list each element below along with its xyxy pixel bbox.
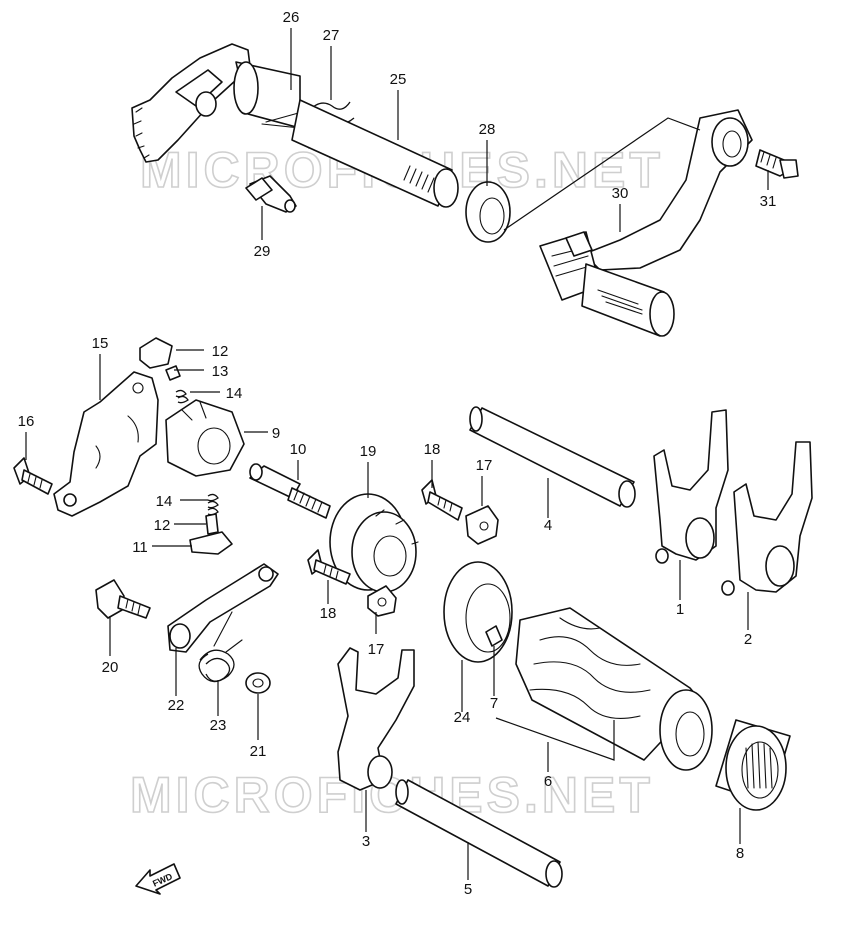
part-17-plate-upper xyxy=(465,505,499,545)
callout-6: 6 xyxy=(544,773,552,790)
part-8-bearing xyxy=(715,719,791,811)
part-21-washer xyxy=(245,672,271,694)
callout-26: 26 xyxy=(283,9,300,26)
part-13-pin xyxy=(165,365,181,381)
callout-18-lower: 18 xyxy=(320,605,337,622)
part-7-pin xyxy=(485,625,503,647)
part-24-oil-seal xyxy=(443,561,513,663)
callout-21: 21 xyxy=(250,743,267,760)
part-29-stopper-bolt xyxy=(245,175,297,213)
callout-17-lower: 17 xyxy=(368,641,385,658)
callout-9: 9 xyxy=(272,425,280,442)
callout-23: 23 xyxy=(210,717,227,734)
callout-22: 22 xyxy=(168,697,185,714)
callout-8: 8 xyxy=(736,845,744,862)
callout-19: 19 xyxy=(360,443,377,460)
part-17-plate-lower xyxy=(367,585,397,617)
part-18-screw-left xyxy=(307,549,351,585)
part-19-cam-driven-gear xyxy=(329,493,419,593)
part-22-stopper-arm xyxy=(167,563,279,653)
part-2-shift-fork xyxy=(721,441,813,596)
callout-12-lower: 12 xyxy=(154,517,171,534)
callout-14-lower: 14 xyxy=(156,493,173,510)
part-18-screw-right xyxy=(421,479,463,521)
part-3-shift-fork xyxy=(337,647,415,791)
callout-7: 7 xyxy=(490,695,498,712)
part-12-pawl-upper xyxy=(139,337,173,369)
callout-15: 15 xyxy=(92,335,109,352)
callout-25: 25 xyxy=(390,71,407,88)
part-26-shift-arm xyxy=(131,43,301,163)
part-5-fork-shaft xyxy=(395,779,563,888)
part-23-spring xyxy=(198,611,243,683)
part-6-shift-cam xyxy=(515,607,713,771)
callout-29: 29 xyxy=(254,243,271,260)
callout-2: 2 xyxy=(744,631,752,648)
part-10-guide-bolt xyxy=(249,463,331,519)
part-30-shift-lever xyxy=(539,109,753,337)
callout-11: 11 xyxy=(132,539,148,556)
callout-17-upper: 17 xyxy=(476,457,493,474)
callout-10: 10 xyxy=(290,441,307,458)
part-14-spring-lower xyxy=(207,493,219,516)
part-15-cam-stopper-plate xyxy=(53,371,159,517)
part-16-screw xyxy=(13,457,53,495)
callout-5: 5 xyxy=(464,881,472,898)
part-12-pawl-lower xyxy=(205,513,219,535)
part-1-shift-fork xyxy=(653,409,729,564)
callout-30: 30 xyxy=(612,185,629,202)
part-4-fork-shaft xyxy=(469,406,636,508)
leader-lines xyxy=(25,28,769,880)
part-11-pawl xyxy=(189,531,233,555)
fwd-arrow-badge: FWD xyxy=(135,863,181,895)
callout-20: 20 xyxy=(102,659,119,676)
callout-14-upper: 14 xyxy=(226,385,243,402)
callout-28: 28 xyxy=(479,121,496,138)
part-31-lever-bolt xyxy=(755,149,799,179)
callout-3: 3 xyxy=(362,833,370,850)
part-14-spring-upper xyxy=(175,389,189,404)
callout-12-upper: 12 xyxy=(212,343,229,360)
callouts: 26 27 25 28 29 30 31 15 12 13 14 9 16 10… xyxy=(18,9,777,898)
callout-13: 13 xyxy=(212,363,229,380)
part-25-shift-shaft xyxy=(291,99,459,208)
callout-31: 31 xyxy=(760,193,777,210)
callout-1: 1 xyxy=(676,601,684,618)
callout-18-upper: 18 xyxy=(424,441,441,458)
part-28-oil-seal xyxy=(465,181,511,243)
part-9-pawl-lifter xyxy=(165,399,245,477)
callout-27: 27 xyxy=(323,27,340,44)
callout-4: 4 xyxy=(544,517,552,534)
part-20-bolt xyxy=(95,579,151,619)
callout-24: 24 xyxy=(454,709,471,726)
callout-16: 16 xyxy=(18,413,35,430)
